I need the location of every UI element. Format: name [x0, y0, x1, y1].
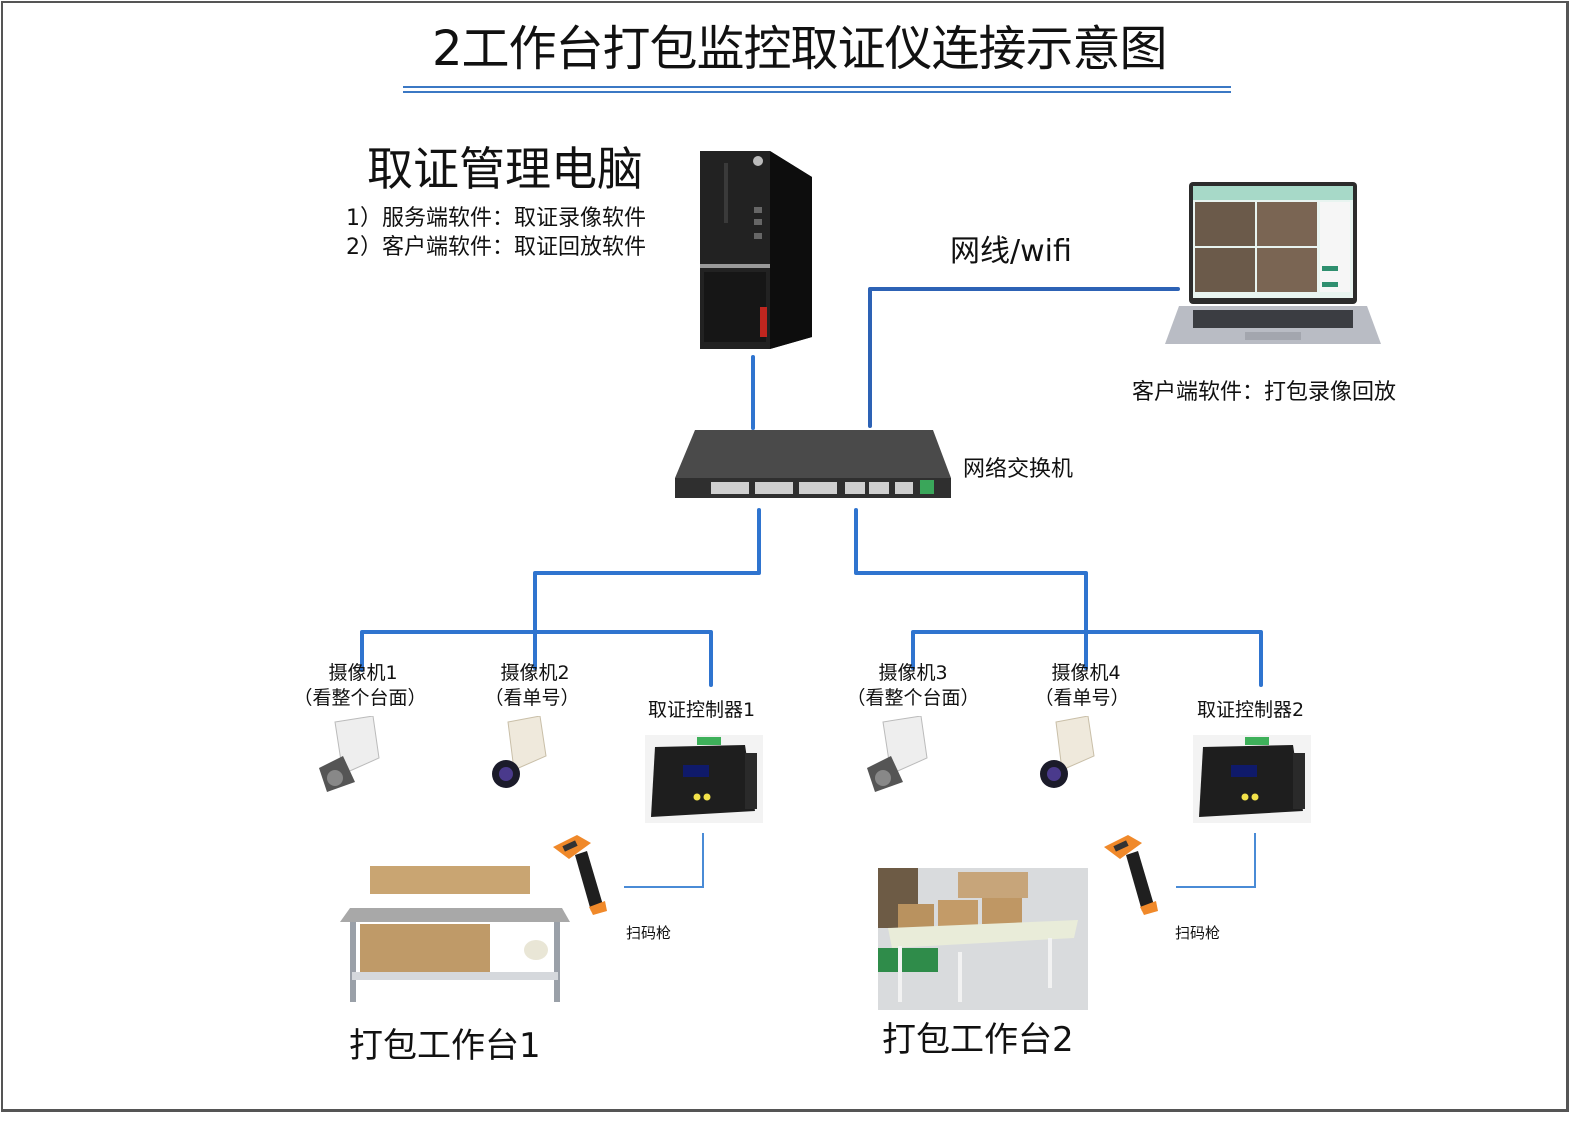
box-camera-icon	[1040, 716, 1095, 788]
controller-1-label: 取证控制器1	[648, 699, 756, 721]
camera-1-note: （看整个台面）	[293, 687, 427, 709]
barcode-scanner-icon	[1104, 835, 1158, 915]
packing-table-icon	[878, 868, 1088, 1010]
laptop-caption: 客户端软件：打包录像回放	[1132, 380, 1397, 405]
title-underline	[403, 86, 1231, 88]
laptop-icon	[1165, 182, 1381, 344]
workstation-1-label: 打包工作台1	[349, 1026, 541, 1066]
camera-3-note: （看整个台面）	[846, 687, 980, 709]
bullet-camera-icon	[867, 716, 928, 792]
scanner-1-label: 扫码枪	[626, 924, 672, 942]
camera-2-note: （看单号）	[484, 687, 580, 709]
switch-label: 网络交换机	[963, 457, 1074, 482]
diagram-frame	[1, 1, 1569, 1112]
box-camera-icon	[492, 716, 547, 788]
camera-3-label: 摄像机3	[878, 662, 948, 684]
desktop-tower-icon	[700, 151, 812, 349]
connection-label-network-wifi: 网线/wifi	[950, 234, 1072, 269]
packing-table-icon	[340, 866, 570, 1002]
pc-software-line-1: 1）服务端软件：取证录像软件	[346, 206, 646, 231]
bullet-camera-icon	[319, 716, 380, 792]
camera-1-label: 摄像机1	[328, 662, 398, 684]
workstation-2-label: 打包工作台2	[882, 1020, 1074, 1060]
scanner-2-label: 扫码枪	[1175, 924, 1221, 942]
wire-laptop-switch	[868, 287, 1180, 428]
camera-2-label: 摄像机2	[500, 662, 570, 684]
management-pc-title: 取证管理电脑	[367, 142, 643, 196]
wire-switch-ws2	[854, 508, 1088, 634]
pc-software-line-2: 2）客户端软件：取证回放软件	[346, 235, 646, 260]
controller-box-icon	[1193, 735, 1311, 823]
diagram-title: 2工作台打包监控取证仪连接示意图	[432, 21, 1168, 77]
title-underline	[403, 91, 1231, 93]
barcode-scanner-icon	[553, 835, 607, 915]
wire-scanner1-controller1	[624, 833, 704, 888]
wire-switch-ws1	[533, 508, 761, 634]
network-switch-icon	[675, 430, 951, 498]
controller-box-icon	[645, 735, 763, 823]
camera-4-label: 摄像机4	[1051, 662, 1121, 684]
wire-scanner2-controller2	[1176, 833, 1256, 888]
camera-4-note: （看单号）	[1034, 687, 1130, 709]
controller-2-label: 取证控制器2	[1197, 699, 1305, 721]
